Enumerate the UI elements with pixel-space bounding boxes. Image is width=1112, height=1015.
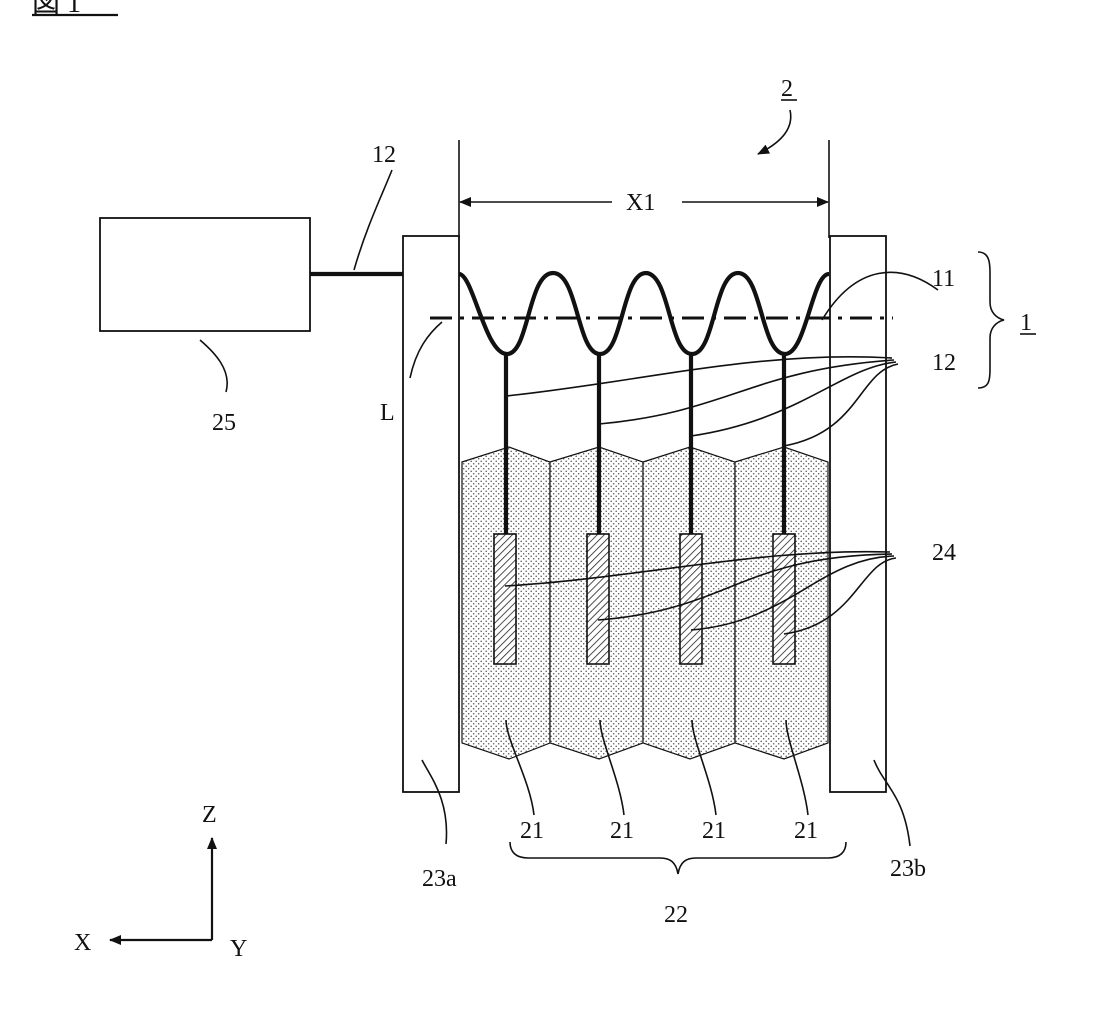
z-axis-label: Z [202, 802, 217, 828]
heating-wire [459, 273, 829, 354]
stack-ref-label: 22 [664, 902, 688, 928]
cell-ref-label: 21 [610, 818, 634, 844]
line-ref-label: L [380, 400, 395, 426]
plate-right-ref-label: 23b [890, 856, 926, 882]
stack-brace [510, 842, 846, 874]
wire-ref-label: 11 [932, 266, 955, 292]
electrode [494, 534, 516, 664]
assembly-ref-arrow [758, 110, 791, 154]
width-dimension-label: X1 [626, 190, 655, 216]
y-axis-label: Y [230, 936, 247, 962]
box-ref-leader [200, 340, 227, 392]
cable-ref-label-left: 12 [372, 142, 396, 168]
device-brace [978, 252, 1004, 388]
electrode [587, 534, 609, 664]
electrode [773, 534, 795, 664]
plate-left-ref-label: 23a [422, 866, 457, 892]
cell-ref-label: 21 [520, 818, 544, 844]
device-ref-label: 1 [1020, 310, 1032, 336]
cable-ref-leader-left [354, 170, 392, 270]
figure-title: 図 1 [32, 0, 81, 19]
assembly-ref-label: 2 [781, 76, 793, 102]
cable-ref-label-right: 12 [932, 350, 956, 376]
power-box [100, 218, 310, 331]
x-axis-label: X [74, 930, 91, 956]
cell-ref-label: 21 [794, 818, 818, 844]
box-ref-label: 25 [212, 410, 236, 436]
cell-ref-label: 21 [702, 818, 726, 844]
electrode-ref-label: 24 [932, 540, 956, 566]
